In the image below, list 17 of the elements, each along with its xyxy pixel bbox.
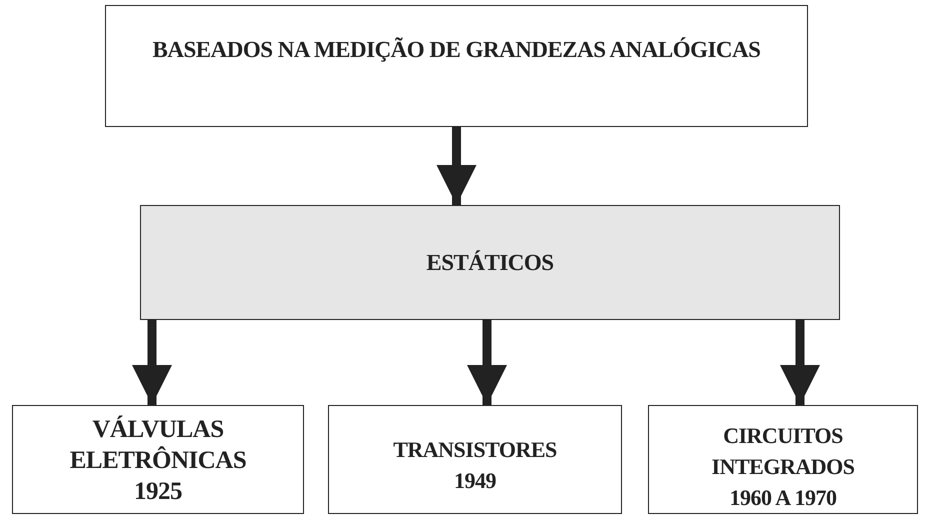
year-label: 1925 [134, 477, 182, 507]
box-title: BASEADOS NA MEDIÇÃO DE GRANDEZAS ANALÓGICAS [152, 36, 760, 64]
box-title: VÁLVULAS ELETRÔNICAS [68, 414, 248, 476]
year-label: 1949 [454, 467, 496, 495]
category-box [140, 205, 840, 320]
arrow [132, 320, 172, 405]
arrow [436, 127, 476, 205]
process-box [105, 5, 808, 127]
arrow [467, 320, 507, 405]
process-box [328, 405, 622, 514]
process-box [648, 405, 918, 514]
year-label: 1960 A 1970 [730, 484, 836, 512]
box-title: TRANSISTORES [393, 436, 557, 464]
box-title: ESTÁTICOS [426, 249, 554, 277]
arrow [780, 320, 820, 405]
process-box [12, 405, 304, 514]
box-title: CIRCUITOS INTEGRADOS [710, 422, 856, 481]
